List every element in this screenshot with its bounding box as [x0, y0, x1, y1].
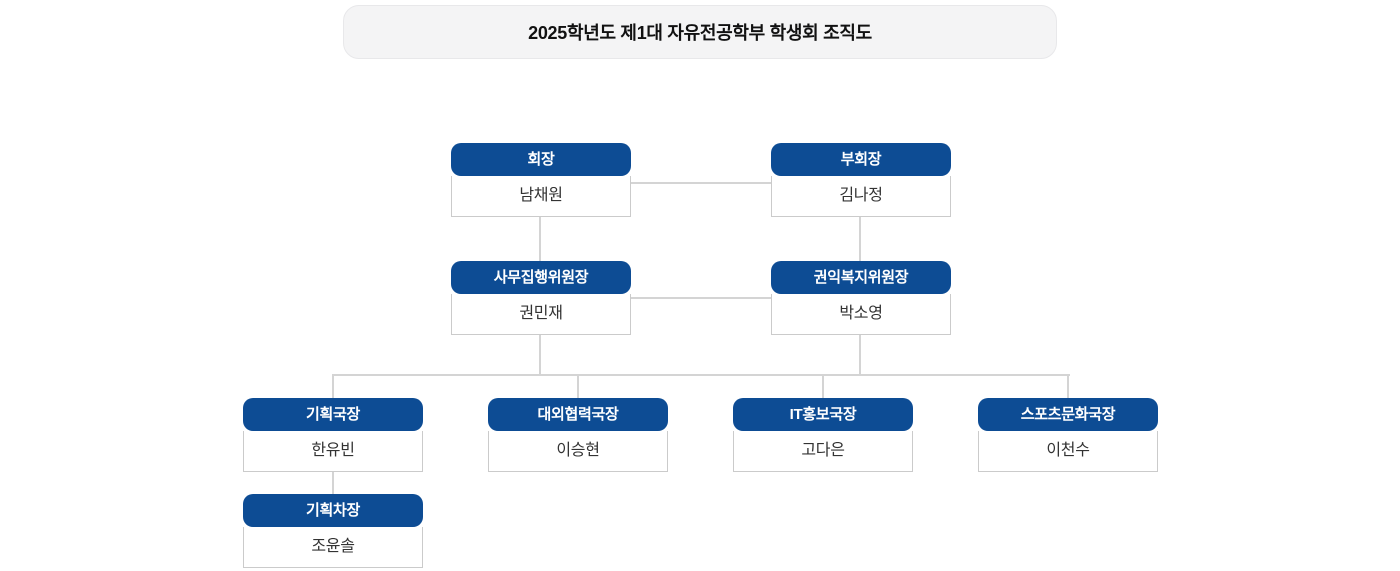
connector-drop-sports-culture-director [1067, 374, 1069, 399]
org-node-president: 회장 남채원 [451, 143, 631, 217]
connector-vice-president-down [859, 217, 861, 262]
org-node-external-cooperation-director: 대외협력국장 이승현 [488, 398, 668, 472]
role-badge-planning-deputy-director: 기획차장 [243, 494, 423, 527]
org-node-executive-committee-chair: 사무집행위원장 권민재 [451, 261, 631, 335]
role-badge-planning-director: 기획국장 [243, 398, 423, 431]
member-name-external-cooperation-director: 이승현 [488, 431, 668, 472]
role-badge-rights-welfare-chair: 권익복지위원장 [771, 261, 951, 294]
role-badge-external-cooperation-director: 대외협력국장 [488, 398, 668, 431]
member-name-president: 남채원 [451, 176, 631, 217]
role-badge-it-pr-director: IT홍보국장 [733, 398, 913, 431]
connector-president-down [539, 217, 541, 262]
connector-drop-planning-director [332, 374, 334, 399]
connector-president-vice-president [630, 182, 771, 184]
connector-drop-it-pr-director [822, 374, 824, 399]
role-badge-president: 회장 [451, 143, 631, 176]
connector-planning-director-deputy [332, 471, 334, 495]
role-badge-sports-culture-director: 스포츠문화국장 [978, 398, 1158, 431]
member-name-vice-president: 김나정 [771, 176, 951, 217]
org-node-planning-deputy-director: 기획차장 조윤솔 [243, 494, 423, 568]
connector-bus-directors [332, 374, 1070, 376]
org-node-sports-culture-director: 스포츠문화국장 이천수 [978, 398, 1158, 472]
chart-title-box: 2025학년도 제1대 자유전공학부 학생회 조직도 [343, 5, 1057, 59]
member-name-executive-committee-chair: 권민재 [451, 294, 631, 335]
org-node-rights-welfare-chair: 권익복지위원장 박소영 [771, 261, 951, 335]
role-badge-vice-president: 부회장 [771, 143, 951, 176]
connector-welfare-chair-down [859, 334, 861, 376]
member-name-sports-culture-director: 이천수 [978, 431, 1158, 472]
chart-title: 2025학년도 제1대 자유전공학부 학생회 조직도 [528, 23, 872, 43]
org-node-it-pr-director: IT홍보국장 고다은 [733, 398, 913, 472]
connector-executive-chair-welfare-chair [630, 297, 771, 299]
member-name-planning-director: 한유빈 [243, 431, 423, 472]
org-node-vice-president: 부회장 김나정 [771, 143, 951, 217]
role-badge-executive-committee-chair: 사무집행위원장 [451, 261, 631, 294]
member-name-rights-welfare-chair: 박소영 [771, 294, 951, 335]
connector-executive-chair-down [539, 334, 541, 376]
org-node-planning-director: 기획국장 한유빈 [243, 398, 423, 472]
member-name-planning-deputy-director: 조윤솔 [243, 527, 423, 568]
member-name-it-pr-director: 고다은 [733, 431, 913, 472]
connector-drop-external-cooperation-director [577, 374, 579, 399]
